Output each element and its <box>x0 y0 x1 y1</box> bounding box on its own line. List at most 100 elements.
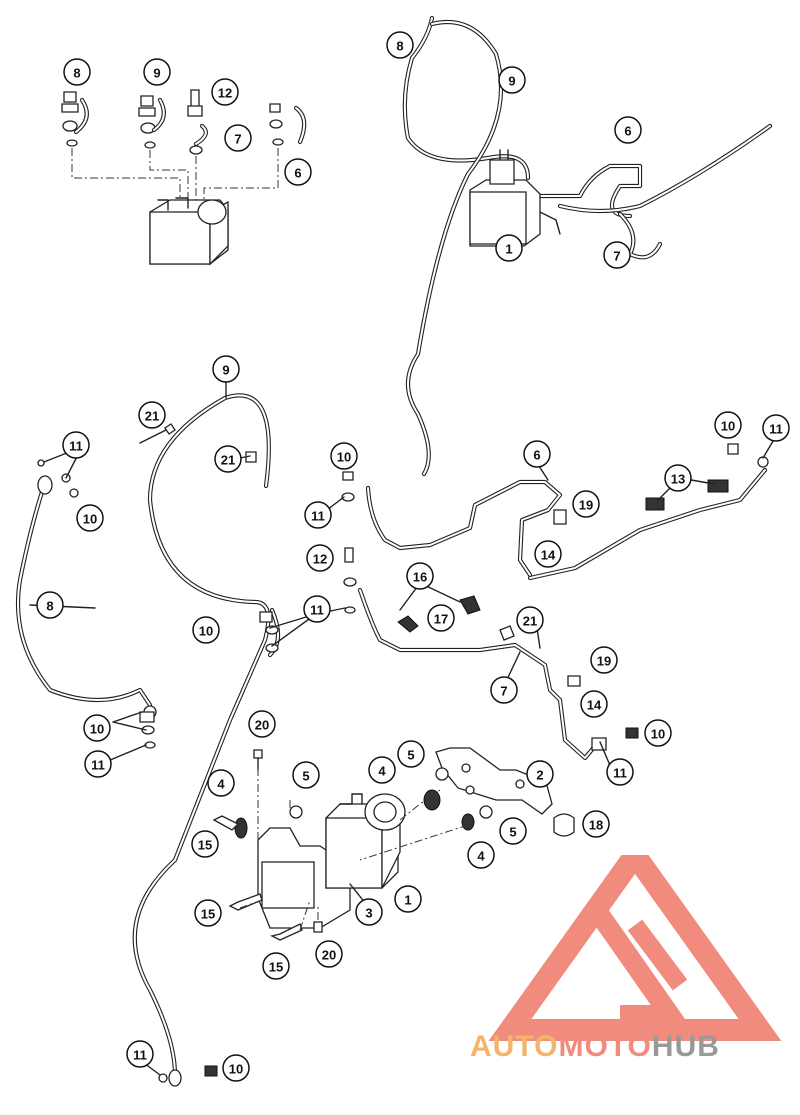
callout-circle <box>211 78 239 106</box>
callout-14: 14 <box>580 690 608 718</box>
callout-6: 6 <box>523 440 551 468</box>
fittings <box>37 423 769 1083</box>
callout-5: 5 <box>292 761 320 789</box>
callout-circle <box>222 1054 250 1082</box>
callout-number: 10 <box>83 512 97 527</box>
callout-19: 19 <box>590 646 618 674</box>
callout-number: 10 <box>721 419 735 434</box>
callout-15: 15 <box>194 899 222 927</box>
callout-circle <box>534 540 562 568</box>
callout-circle <box>427 604 455 632</box>
callout-number: 6 <box>294 166 301 181</box>
callout-number: 11 <box>69 439 83 454</box>
watermark-logo <box>470 836 800 1095</box>
callout-number: 12 <box>218 86 232 101</box>
callout-6: 6 <box>284 158 312 186</box>
callout-circle <box>762 414 790 442</box>
assembly-lines <box>239 768 469 931</box>
callout-number: 6 <box>624 124 631 139</box>
logo-triangle-icon <box>488 836 782 1041</box>
callout-18: 18 <box>582 810 610 838</box>
callout-number: 14 <box>587 698 602 713</box>
callout-circle <box>292 761 320 789</box>
callout-circle <box>248 710 276 738</box>
callout-number: 15 <box>198 838 212 853</box>
bolts <box>212 749 323 941</box>
callout-number: 11 <box>133 1048 147 1063</box>
callout-3: 3 <box>355 898 383 926</box>
callout-circle <box>355 898 383 926</box>
callout-number: 20 <box>255 718 269 733</box>
callout-10: 10 <box>714 411 742 439</box>
callout-number: 10 <box>90 722 104 737</box>
callout-circle <box>83 714 111 742</box>
callout-number: 9 <box>153 66 160 81</box>
callout-number: 5 <box>302 769 309 784</box>
callout-circle <box>36 591 64 619</box>
callout-8: 8 <box>386 31 414 59</box>
callout-circle <box>386 31 414 59</box>
callout-circle <box>516 606 544 634</box>
callout-number: 15 <box>201 907 215 922</box>
inset-fitting-6 <box>269 103 307 146</box>
callout-circle <box>603 241 631 269</box>
callout-21: 21 <box>516 606 544 634</box>
callout-number: 1 <box>505 242 512 257</box>
callout-circle <box>467 841 495 869</box>
callout-circle <box>495 234 523 262</box>
callout-number: 2 <box>536 768 543 783</box>
callout-9: 9 <box>498 66 526 94</box>
callout-circle <box>526 760 554 788</box>
callout-9: 9 <box>212 355 240 383</box>
inset-abs-unit <box>149 197 229 266</box>
callout-circle <box>212 355 240 383</box>
callout-circle <box>714 411 742 439</box>
callout-number: 1 <box>404 893 411 908</box>
callout-number: 10 <box>337 450 351 465</box>
callout-circle <box>62 431 90 459</box>
callout-number: 13 <box>671 472 685 487</box>
callout-19: 19 <box>572 490 600 518</box>
callout-circle <box>63 58 91 86</box>
callout-6: 6 <box>614 116 642 144</box>
callout-circle <box>262 952 290 980</box>
callout-number: 8 <box>73 66 80 81</box>
callout-circle <box>84 750 112 778</box>
bracket-2 <box>435 747 553 815</box>
callout-number: 7 <box>234 132 241 147</box>
logo-text-hub: HUB <box>651 1030 720 1063</box>
callout-20: 20 <box>248 710 276 738</box>
inset-routing <box>402 15 773 477</box>
hose-8 <box>15 475 157 719</box>
callout-number: 19 <box>597 654 611 669</box>
callout-number: 3 <box>365 906 372 921</box>
callout-circle <box>207 769 235 797</box>
callout-circle <box>394 885 422 913</box>
hose-6 <box>365 467 768 581</box>
callout-11: 11 <box>84 750 112 778</box>
callout-10: 10 <box>192 616 220 644</box>
callout-16: 16 <box>406 562 434 590</box>
callout-15: 15 <box>191 830 219 858</box>
callout-7: 7 <box>603 241 631 269</box>
callout-13: 13 <box>664 464 692 492</box>
callout-number: 7 <box>613 249 620 264</box>
callout-12: 12 <box>306 544 334 572</box>
callout-circle <box>192 616 220 644</box>
hose-7 <box>357 587 603 761</box>
callout-1: 1 <box>495 234 523 262</box>
callout-circle <box>664 464 692 492</box>
callout-number: 4 <box>477 849 485 864</box>
callout-circle <box>368 756 396 784</box>
callout-7: 7 <box>224 124 252 152</box>
callout-number: 4 <box>378 764 386 779</box>
grommets <box>234 767 575 839</box>
callout-number: 5 <box>407 748 414 763</box>
callout-circle <box>194 899 222 927</box>
callout-number: 10 <box>651 727 665 742</box>
inset-fitting-9 <box>138 95 166 149</box>
callout-14: 14 <box>534 540 562 568</box>
callout-1: 1 <box>394 885 422 913</box>
inset-fitting-8 <box>61 91 89 147</box>
